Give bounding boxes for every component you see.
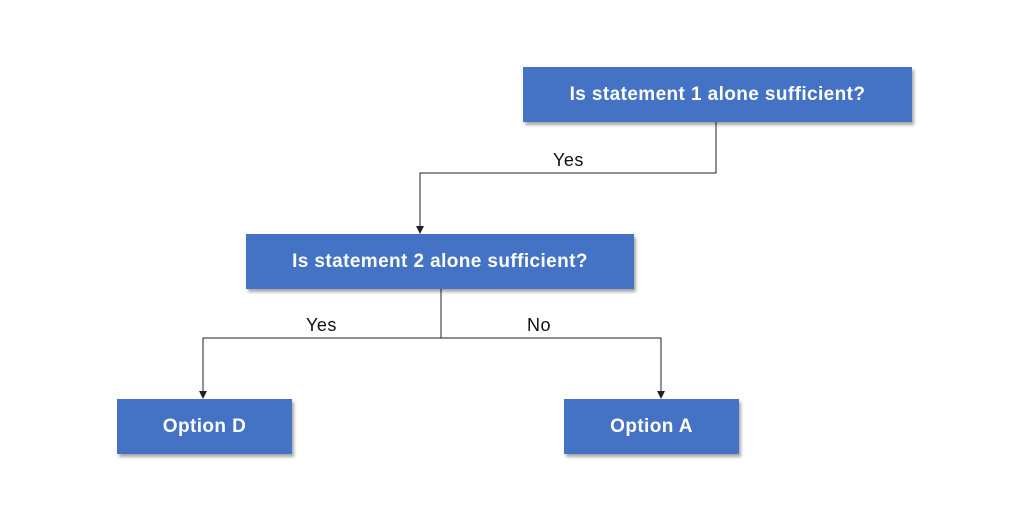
connector-q2-to-option-d — [199, 289, 442, 399]
option-d-node: Option D — [117, 399, 292, 454]
option-a-node: Option A — [564, 399, 739, 454]
question-statement-2-node: Is statement 2 alone sufficient? — [246, 234, 634, 289]
option-a-label: Option A — [610, 415, 693, 437]
edge-label-q1-yes: Yes — [553, 150, 584, 170]
option-d-label: Option D — [162, 415, 247, 437]
question-statement-1-node: Is statement 1 alone sufficient? — [523, 67, 912, 122]
question-statement-1-label: Is statement 1 alone sufficient? — [569, 83, 866, 105]
connector-q2-to-option-a — [441, 337, 665, 399]
edge-label-q2-yes: Yes — [306, 315, 337, 335]
question-statement-2-label: Is statement 2 alone sufficient? — [292, 250, 588, 272]
edge-label-q2-no: No — [527, 315, 552, 335]
connector-q1-to-q2 — [416, 122, 717, 234]
